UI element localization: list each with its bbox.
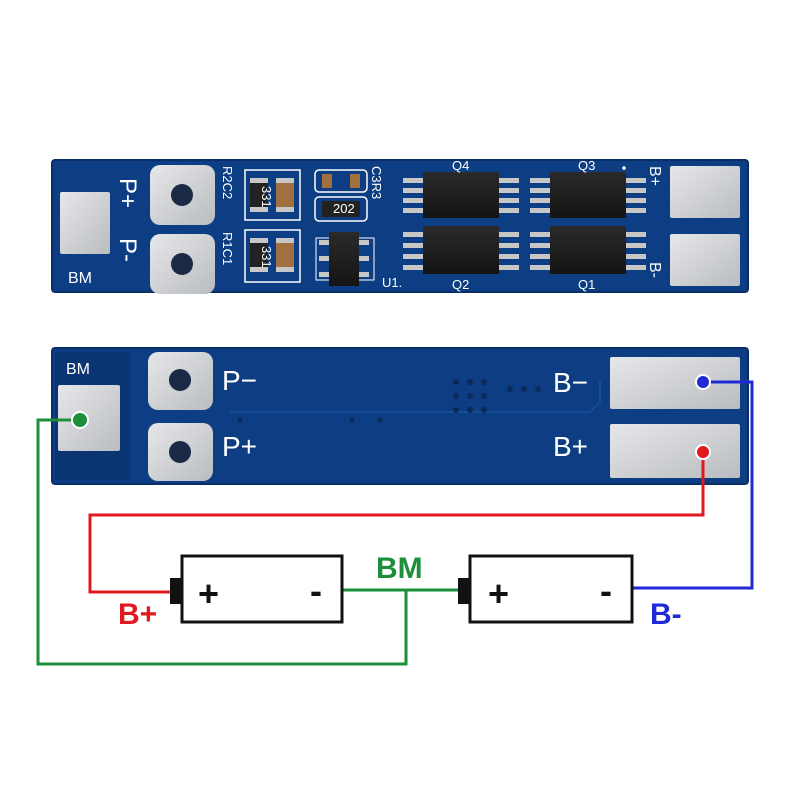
battery-2: + - xyxy=(458,554,634,624)
top-capacitor-c2 xyxy=(276,178,294,212)
battery-2-plus: + xyxy=(488,573,509,614)
battery-1-minus: - xyxy=(310,570,322,611)
top-r2c2-outline xyxy=(244,169,301,221)
top-label-c3r3: C3R3 xyxy=(369,166,384,199)
bm-connection-dot xyxy=(71,411,89,429)
b-minus-connection-dot xyxy=(695,374,711,390)
top-label-r1c1: R1C1 xyxy=(220,232,235,265)
label-bm: BM xyxy=(376,552,423,585)
bottom-board: BM P− P+ B− B+ xyxy=(51,347,749,485)
top-label-bm: BM xyxy=(68,270,92,287)
battery-1: + - xyxy=(170,554,344,624)
wire-b-minus xyxy=(632,380,754,590)
top-label-b-minus: B- xyxy=(646,262,663,278)
top-board: BM P+ P- R2C2 331 R1C1 331 xyxy=(51,158,749,294)
top-label-p-plus: P+ xyxy=(114,178,141,208)
top-c3-outline xyxy=(314,169,368,193)
bottom-vias xyxy=(237,379,541,423)
top-label-q3: Q3 xyxy=(578,158,595,173)
wiring: + - + - B+ BM B- xyxy=(36,374,754,666)
top-p-plus-hole xyxy=(171,184,193,206)
wire-b-plus xyxy=(88,452,705,594)
battery-1-terminal xyxy=(170,578,182,604)
top-label-q4: Q4 xyxy=(452,158,469,173)
top-label-u1: U1. xyxy=(382,275,402,290)
bottom-b-plus-pad xyxy=(610,424,740,478)
top-resistor-r3 xyxy=(322,201,360,217)
top-b-minus-pad xyxy=(670,234,740,286)
bottom-pcb-substrate xyxy=(51,347,749,485)
top-label-r2c2: R2C2 xyxy=(220,166,235,199)
top-mosfet-q1 xyxy=(530,226,646,274)
top-p-minus-hole xyxy=(171,253,193,275)
top-bm-pad xyxy=(60,192,110,254)
bottom-b-minus-pad xyxy=(610,357,740,409)
bottom-label-p-plus: P+ xyxy=(222,431,257,462)
top-label-q1: Q1 xyxy=(578,277,595,292)
top-capacitor-c1 xyxy=(276,238,294,272)
bottom-bm-pad xyxy=(58,385,120,451)
top-label-q2: Q2 xyxy=(452,277,469,292)
bottom-trace xyxy=(230,380,601,413)
top-mosfet-q4 xyxy=(403,172,519,218)
battery-1-plus: + xyxy=(198,573,219,614)
bottom-label-b-minus: B− xyxy=(553,367,588,398)
label-b-plus: B+ xyxy=(118,598,157,631)
battery-2-terminal xyxy=(458,578,470,604)
top-resistor-r2 xyxy=(250,178,268,212)
top-label-b-plus: B+ xyxy=(646,166,663,186)
b-plus-connection-dot xyxy=(695,444,711,460)
bottom-p-plus-hole xyxy=(169,441,191,463)
bottom-p-minus-hole xyxy=(169,369,191,391)
top-mosfet-q2 xyxy=(403,226,519,274)
battery-2-minus: - xyxy=(600,570,612,611)
top-controller-u1 xyxy=(315,232,375,286)
label-b-minus: B- xyxy=(650,598,682,631)
top-mosfet-q3 xyxy=(530,172,646,218)
top-r1c1-outline xyxy=(244,229,301,283)
top-resistor-r1 xyxy=(250,238,268,272)
top-b-plus-pad xyxy=(670,166,740,218)
bottom-label-b-plus: B+ xyxy=(553,431,588,462)
wire-bm xyxy=(36,418,408,666)
battery-1-body xyxy=(180,554,344,624)
top-r3-marking: 202 xyxy=(333,201,355,216)
battery-2-body xyxy=(468,554,634,624)
bottom-label-bm: BM xyxy=(66,361,90,378)
top-label-p-minus: P- xyxy=(114,238,141,262)
bottom-label-p-minus: P− xyxy=(222,365,257,396)
top-r2-marking: 331 xyxy=(259,186,274,208)
top-r3-outline xyxy=(314,196,368,222)
top-r1-marking: 331 xyxy=(259,246,274,268)
